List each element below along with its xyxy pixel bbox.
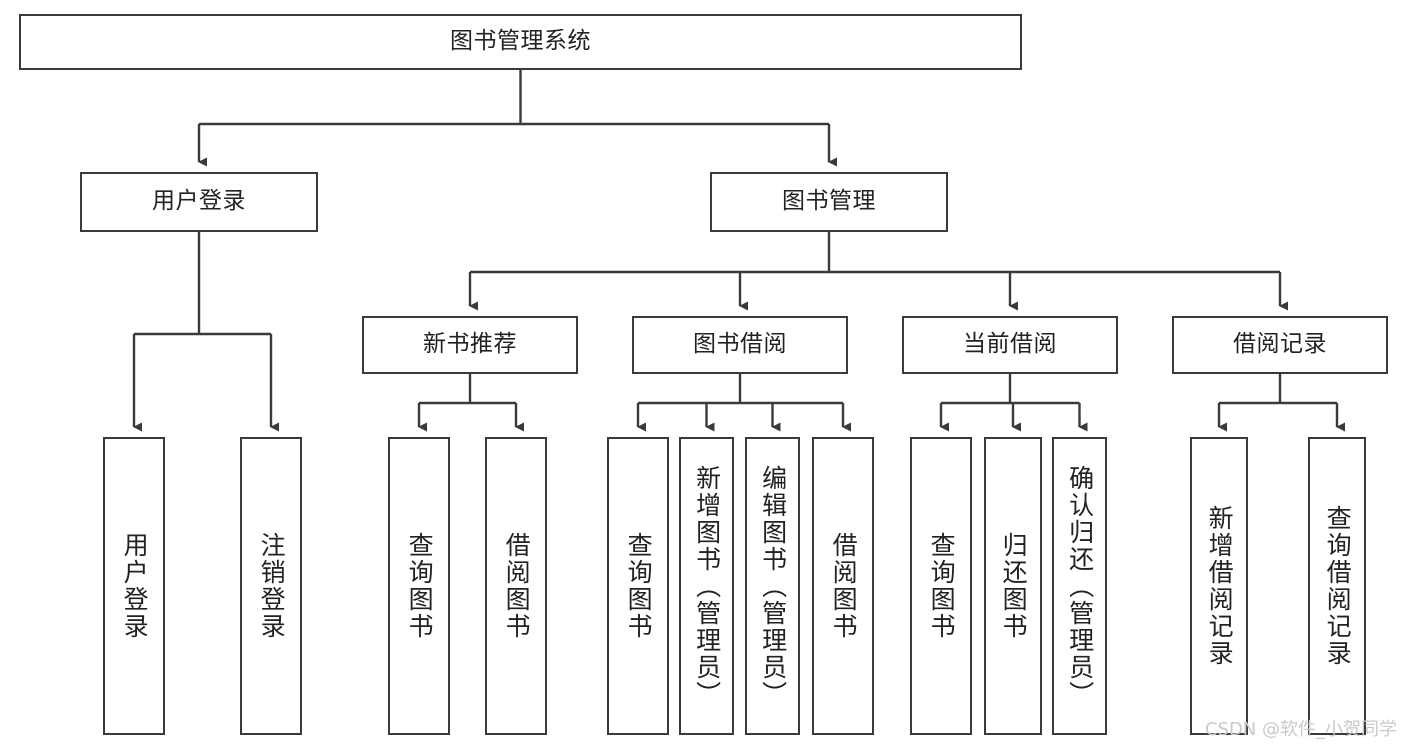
node-label-leaf-add-book: 新增图书（管理员）: [692, 464, 722, 708]
node-leaf-return-book[interactable]: 归还图书: [984, 437, 1042, 735]
node-label-leaf-query-book-2: 查询图书: [624, 532, 654, 640]
node-book-manage[interactable]: 图书管理: [710, 172, 948, 232]
node-label-leaf-user-logout: 注销登录: [257, 532, 287, 640]
node-label-book-manage: 图书管理: [782, 188, 876, 215]
node-label-current-borrow: 当前借阅: [963, 331, 1057, 358]
node-leaf-add-book[interactable]: 新增图书（管理员）: [679, 437, 734, 735]
node-label-borrow-record: 借阅记录: [1233, 331, 1327, 358]
node-leaf-query-book-1[interactable]: 查询图书: [388, 437, 450, 735]
node-leaf-query-book-2[interactable]: 查询图书: [607, 437, 669, 735]
node-leaf-borrow-book-1[interactable]: 借阅图书: [485, 437, 547, 735]
csdn-watermark: CSDN @软件_小贺同学: [1204, 719, 1397, 740]
node-leaf-confirm-return[interactable]: 确认归还（管理员）: [1052, 437, 1107, 735]
node-label-leaf-query-book-3: 查询图书: [927, 532, 957, 640]
node-leaf-edit-book[interactable]: 编辑图书（管理员）: [745, 437, 800, 735]
node-leaf-query-record[interactable]: 查询借阅记录: [1308, 437, 1366, 735]
node-user-login[interactable]: 用户登录: [80, 172, 318, 232]
node-label-leaf-return-book: 归还图书: [999, 532, 1029, 640]
node-label-root: 图书管理系统: [450, 28, 591, 55]
node-label-leaf-query-book-1: 查询图书: [405, 532, 435, 640]
node-borrow-record[interactable]: 借阅记录: [1172, 316, 1388, 374]
node-label-book-borrow: 图书借阅: [693, 331, 787, 358]
node-leaf-query-book-3[interactable]: 查询图书: [910, 437, 972, 735]
node-label-leaf-borrow-book-1: 借阅图书: [502, 532, 532, 640]
node-label-leaf-edit-book: 编辑图书（管理员）: [758, 464, 788, 708]
node-label-new-book-rec: 新书推荐: [423, 331, 517, 358]
node-leaf-add-record[interactable]: 新增借阅记录: [1190, 437, 1248, 735]
node-leaf-borrow-book-2[interactable]: 借阅图书: [812, 437, 874, 735]
node-current-borrow[interactable]: 当前借阅: [902, 316, 1118, 374]
node-root[interactable]: 图书管理系统: [19, 14, 1022, 70]
node-book-borrow[interactable]: 图书借阅: [632, 316, 848, 374]
node-leaf-user-logout[interactable]: 注销登录: [240, 437, 302, 735]
node-leaf-user-login[interactable]: 用户登录: [103, 437, 165, 735]
node-label-leaf-query-record: 查询借阅记录: [1323, 505, 1353, 667]
node-new-book-rec[interactable]: 新书推荐: [362, 316, 578, 374]
node-label-leaf-confirm-return: 确认归还（管理员）: [1065, 464, 1095, 708]
node-label-leaf-user-login: 用户登录: [120, 532, 150, 640]
node-label-leaf-add-record: 新增借阅记录: [1205, 505, 1235, 667]
node-label-leaf-borrow-book-2: 借阅图书: [829, 532, 859, 640]
node-label-user-login: 用户登录: [152, 188, 246, 215]
